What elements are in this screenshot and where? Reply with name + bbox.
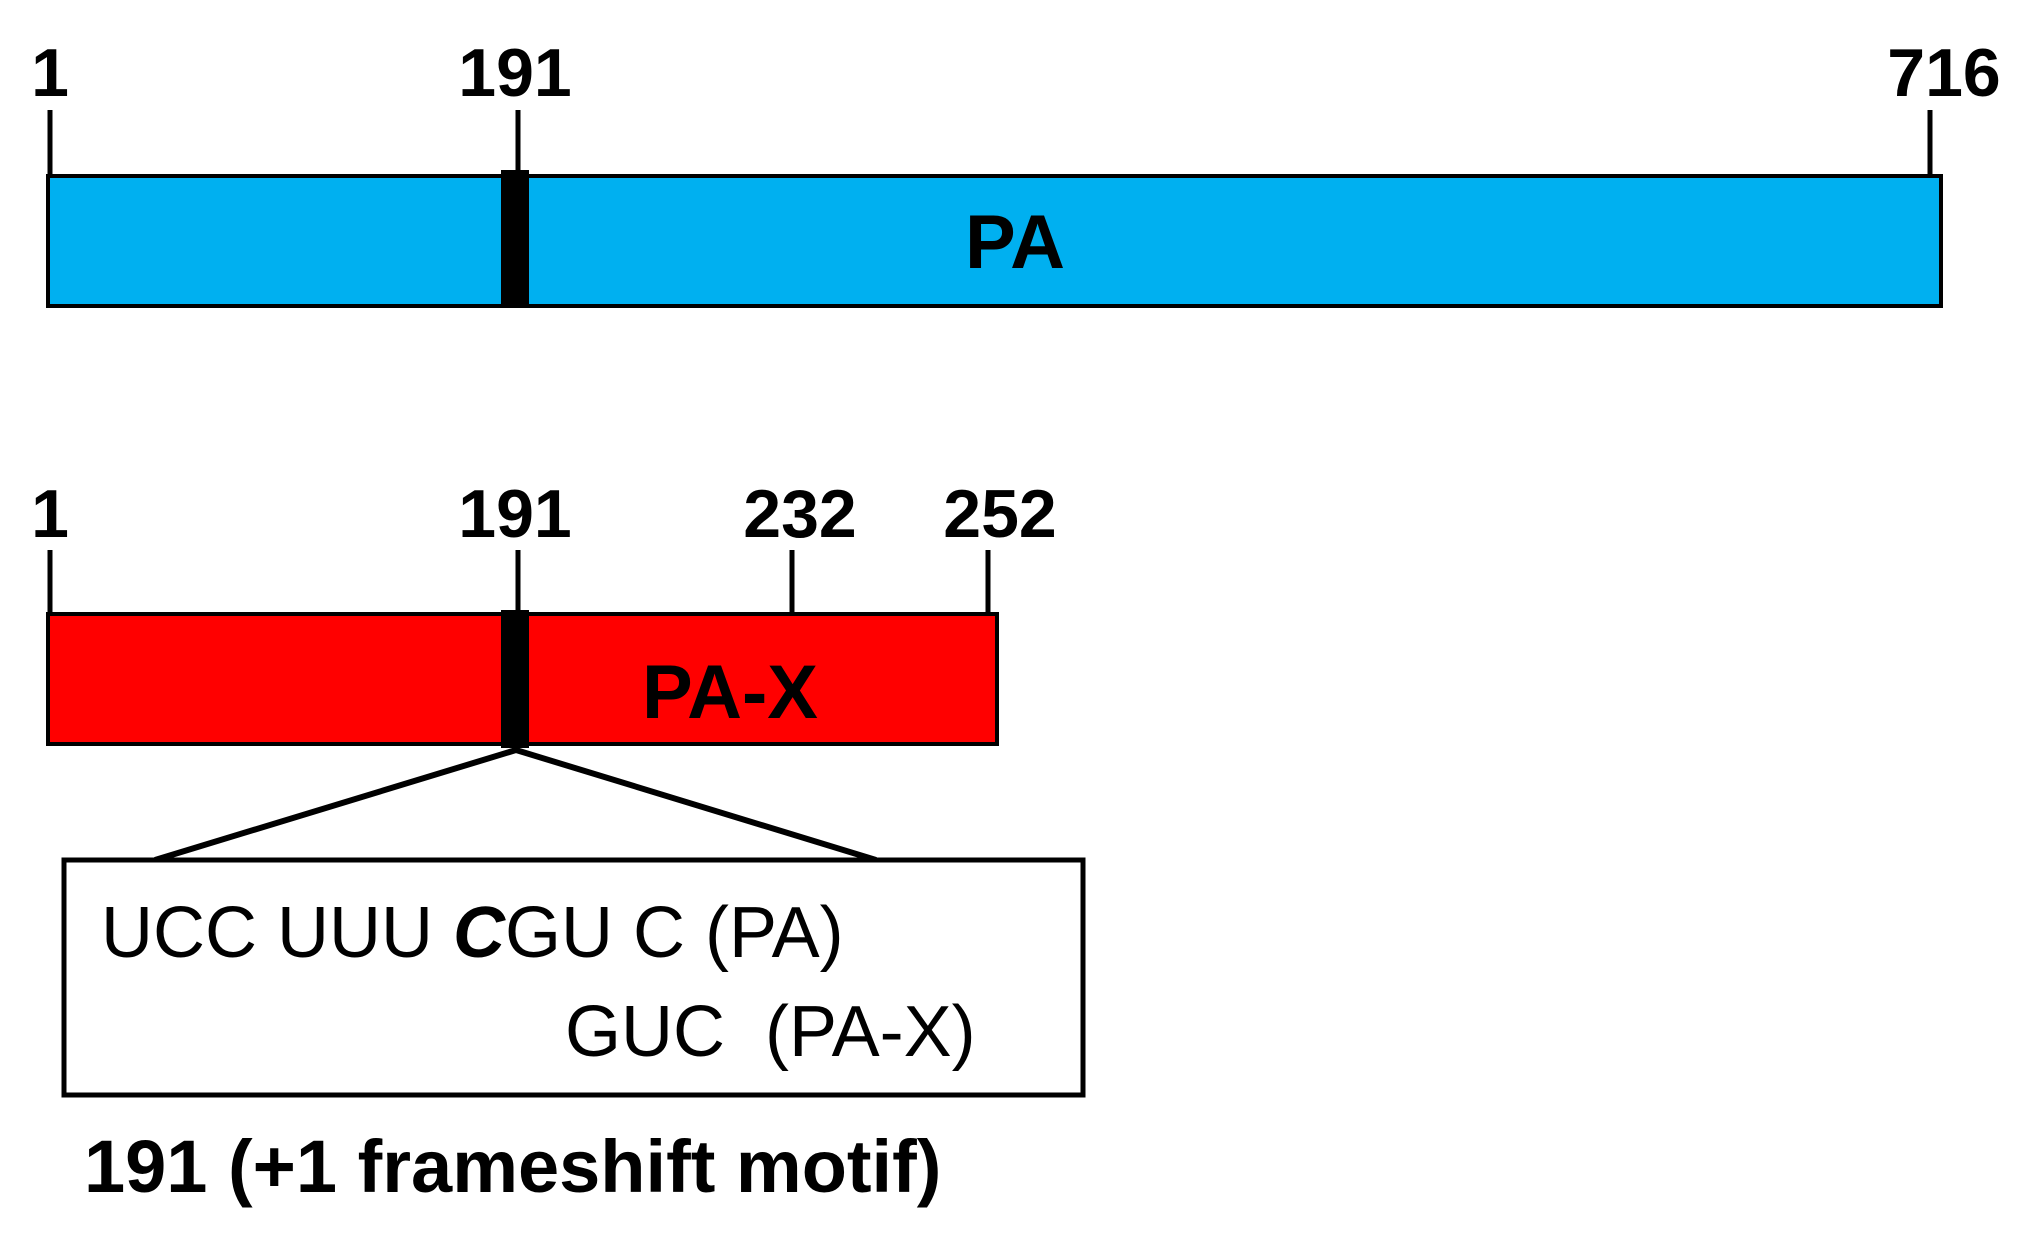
pax-tick-label-252: 252 (943, 476, 1056, 552)
callout-lines (154, 746, 877, 863)
pa-tick-label-716: 716 (1887, 35, 2000, 111)
pax-tick-label-232: 232 (743, 476, 856, 552)
pax-tick-label-191: 191 (458, 476, 571, 552)
pax-label: PA-X (642, 650, 818, 735)
motif-seq-pa-shift-base: C (453, 893, 506, 973)
pa-protein-group: 1 191 716 PA (31, 35, 2001, 308)
pa-label: PA (965, 200, 1065, 285)
motif-caption: 191 (+1 frameshift motif) (84, 1125, 941, 1208)
pa-bar (46, 174, 1943, 308)
motif-sequence-pax: GUC (PA-X) (565, 992, 976, 1072)
motif-seq-pa-end: GU C (PA) (505, 893, 844, 973)
pax-protein-group: 1 191 232 252 PA-X (31, 476, 1057, 748)
pa-frameshift-marker (501, 170, 529, 308)
motif-sequence-pa: UCC UUU CGU C (PA) (101, 893, 844, 973)
motif-seq-pa-start: UCC UUU (101, 893, 453, 973)
pax-frameshift-marker (501, 610, 529, 748)
pa-tick-label-1: 1 (31, 35, 69, 111)
motif-box-group: UCC UUU CGU C (PA) GUC (PA-X) (61, 857, 1086, 1098)
pa-tick-label-191: 191 (458, 35, 571, 111)
pax-tick-label-1: 1 (31, 476, 69, 552)
motif-box (61, 857, 1086, 1098)
